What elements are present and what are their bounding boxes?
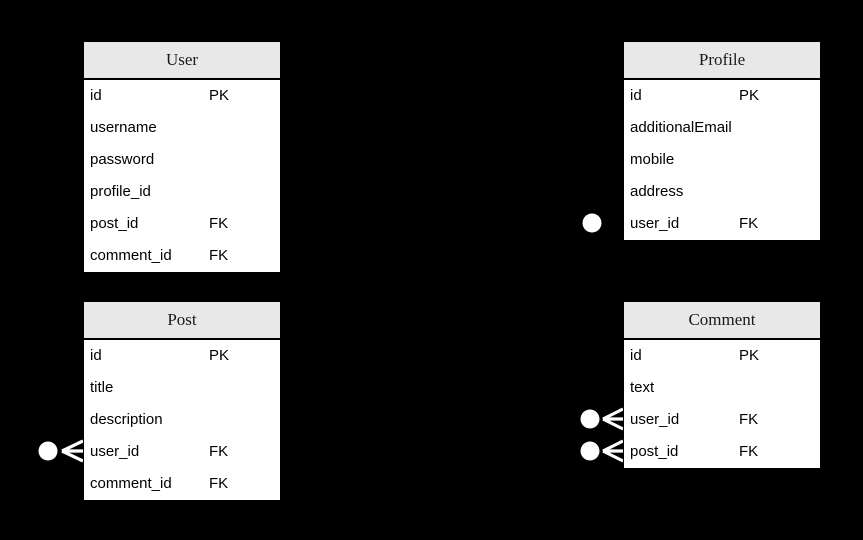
key-badge: FK: [209, 443, 229, 460]
crow-foot-icon: [61, 439, 83, 463]
key-badge: PK: [739, 87, 760, 104]
table-title: User: [84, 42, 280, 80]
column-name: username: [90, 119, 157, 136]
key-badge: PK: [209, 87, 230, 104]
zero-circle-icon: [38, 441, 58, 461]
column-name: mobile: [630, 151, 675, 168]
entity-table-comment: Comment id PK text user_id FK post_id FK: [623, 301, 821, 469]
entity-table-post: Post id PK title description user_id FK …: [83, 301, 281, 501]
column-row: id PK: [84, 80, 280, 112]
zero-circle-icon: [580, 409, 600, 429]
column-row: mobile: [624, 144, 820, 176]
key-badge: FK: [739, 215, 759, 232]
column-row: id PK: [624, 80, 820, 112]
column-row: user_id FK: [84, 436, 280, 468]
column-row: user_id FK: [624, 404, 820, 436]
cardinality-marker-comment-user-id: [580, 407, 623, 431]
table-body: id PK additionalEmail mobile address use…: [624, 80, 820, 240]
column-name: comment_id: [90, 475, 172, 492]
column-row: text: [624, 372, 820, 404]
key-badge: FK: [209, 247, 229, 264]
table-body: id PK username password profile_id post_…: [84, 80, 280, 272]
column-name: title: [90, 379, 114, 396]
column-name: id: [630, 87, 642, 104]
column-row: description: [84, 404, 280, 436]
column-name: user_id: [630, 215, 680, 232]
column-row: post_id FK: [84, 208, 280, 240]
column-name: user_id: [630, 411, 680, 428]
column-name: post_id: [90, 215, 139, 232]
table-title: Comment: [624, 302, 820, 340]
cardinality-marker-profile-user-id: [582, 213, 602, 233]
column-row: comment_id FK: [84, 468, 280, 500]
column-name: user_id: [90, 443, 140, 460]
column-row: password: [84, 144, 280, 176]
column-row: user_id FK: [624, 208, 820, 240]
zero-circle-icon: [580, 441, 600, 461]
column-name: address: [630, 183, 684, 200]
table-title: Profile: [624, 42, 820, 80]
key-badge: FK: [209, 475, 229, 492]
crow-foot-icon: [602, 439, 623, 463]
column-name: profile_id: [90, 183, 151, 200]
column-name: post_id: [630, 443, 679, 460]
column-name: id: [90, 347, 102, 364]
zero-circle-icon: [582, 213, 602, 233]
column-name: description: [90, 411, 163, 428]
column-name: password: [90, 151, 155, 168]
cardinality-marker-comment-post-id: [580, 439, 623, 463]
column-name: additionalEmail: [630, 119, 732, 136]
column-name: comment_id: [90, 247, 172, 264]
key-badge: FK: [209, 215, 229, 232]
cardinality-marker-post-user-id: [38, 439, 83, 463]
crow-foot-icon: [602, 407, 623, 431]
column-row: id PK: [624, 340, 820, 372]
key-badge: PK: [739, 347, 760, 364]
table-body: id PK text user_id FK post_id FK: [624, 340, 820, 468]
key-badge: FK: [739, 443, 759, 460]
column-name: text: [630, 379, 655, 396]
column-row: title: [84, 372, 280, 404]
column-row: id PK: [84, 340, 280, 372]
column-name: id: [630, 347, 642, 364]
column-row: post_id FK: [624, 436, 820, 468]
column-row: profile_id: [84, 176, 280, 208]
key-badge: PK: [209, 347, 230, 364]
column-row: address: [624, 176, 820, 208]
table-body: id PK title description user_id FK comme…: [84, 340, 280, 500]
table-title: Post: [84, 302, 280, 340]
column-row: comment_id FK: [84, 240, 280, 272]
key-badge: FK: [739, 411, 759, 428]
column-row: additionalEmail: [624, 112, 820, 144]
column-row: username: [84, 112, 280, 144]
column-name: id: [90, 87, 102, 104]
entity-table-profile: Profile id PK additionalEmail mobile add…: [623, 41, 821, 241]
entity-table-user: User id PK username password profile_id …: [83, 41, 281, 273]
